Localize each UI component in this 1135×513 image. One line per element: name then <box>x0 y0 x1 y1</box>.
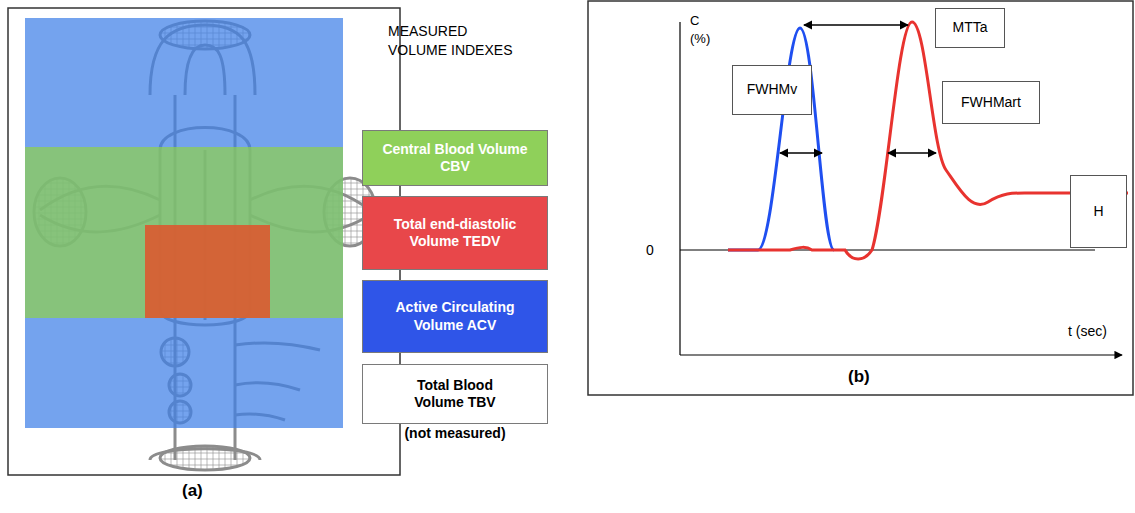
callout-box: FWHMv <box>732 65 812 115</box>
volume-box: Central Blood Volume CBV <box>362 130 548 186</box>
panel-label: (a) <box>182 480 203 503</box>
axis-label: t (sec) <box>1068 322 1107 341</box>
box-text: Central Blood Volume CBV <box>369 141 541 176</box>
legend-heading: MEASURED VOLUME INDEXES <box>388 22 528 60</box>
volume-box: Active Circulating Volume ACV <box>362 280 548 353</box>
box-text: Total end-diastolic Volume TEDV <box>377 216 533 251</box>
panel-frame <box>8 8 400 475</box>
box-text: FWHMv <box>747 81 798 99</box>
arterial-curve <box>728 22 1128 259</box>
panel-frame <box>588 1 1133 395</box>
box-text: MTTa <box>953 19 988 37</box>
box-note: (not measured) <box>353 425 557 443</box>
fwhm-arrow <box>888 152 936 153</box>
box-text: FWHMart <box>961 94 1021 112</box>
panel-label: (b) <box>848 366 870 389</box>
callout-box: H <box>1070 175 1127 248</box>
volume-box: Total Blood Volume TBV(not measured) <box>362 364 548 424</box>
axis-label: C (%) <box>690 12 720 47</box>
x-axis <box>680 354 1122 355</box>
callout-box: FWHMart <box>942 81 1040 124</box>
box-text: Total Blood Volume TBV <box>393 377 517 412</box>
y-axis <box>679 22 680 355</box>
volume-box: Total end-diastolic Volume TEDV <box>362 196 548 270</box>
box-text: Active Circulating Volume ACV <box>381 299 529 334</box>
tedv-region <box>145 225 270 318</box>
acv-region <box>25 18 343 428</box>
axis-tick: 0 <box>646 241 654 260</box>
cbv-region <box>25 147 343 318</box>
callout-box: MTTa <box>935 8 1005 48</box>
venous-curve <box>728 28 834 250</box>
fwhm-arrow <box>780 152 822 153</box>
mtt-arrow <box>804 24 908 25</box>
box-text: H <box>1093 203 1103 221</box>
